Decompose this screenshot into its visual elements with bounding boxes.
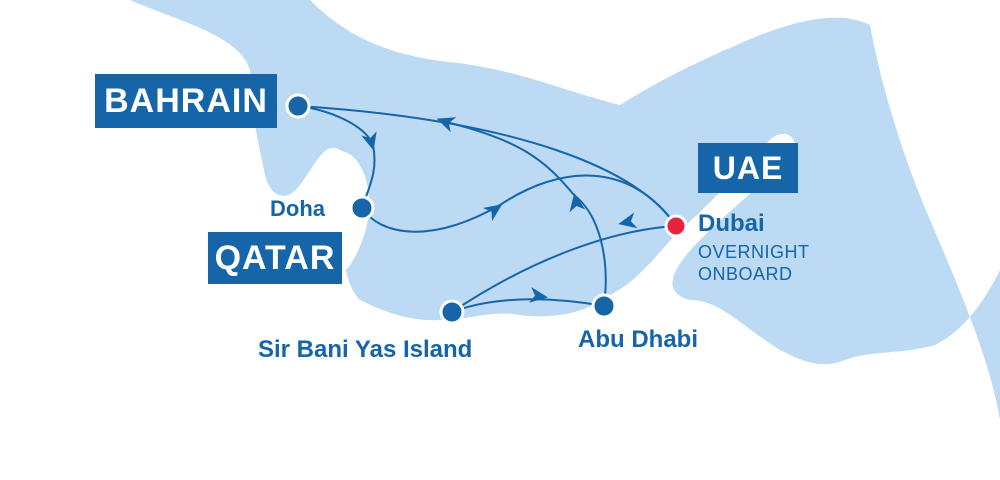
- port-marker-bahrain[interactable]: [285, 93, 311, 119]
- route-leg: [451, 298, 605, 313]
- country-label-qatar: QATAR: [208, 232, 342, 284]
- route-arrow-icon: [569, 193, 586, 213]
- route-arrow-icon: [618, 212, 638, 229]
- port-label-abu-dhabi: Abu Dhabi: [578, 326, 698, 353]
- port-label-dubai: Dubai: [698, 210, 765, 237]
- port-label-sir-bani-yas: Sir Bani Yas Island: [258, 336, 473, 363]
- route-arrow-icon: [482, 204, 503, 222]
- note-line-onboard: ONBOARD: [698, 264, 793, 284]
- route-arrow-icon: [436, 117, 457, 133]
- route-arrow-icon: [528, 286, 548, 303]
- port-marker-sir-bani-yas[interactable]: [439, 299, 465, 325]
- port-markers: [285, 93, 688, 325]
- port-note-overnight: OVERNIGHT ONBOARD: [698, 241, 810, 285]
- route-arrow-icon: [361, 131, 377, 151]
- port-label-doha: Doha: [270, 196, 325, 221]
- gulf-water: [130, 0, 1000, 420]
- port-marker-dubai[interactable]: [664, 214, 688, 238]
- port-marker-abu-dhabi[interactable]: [591, 293, 617, 319]
- route-leg: [451, 225, 677, 313]
- note-line-overnight: OVERNIGHT: [698, 242, 810, 262]
- country-label-uae: UAE: [698, 143, 798, 193]
- port-marker-doha[interactable]: [349, 195, 375, 221]
- country-label-bahrain: BAHRAIN: [95, 74, 277, 128]
- route-arrows: [361, 117, 638, 303]
